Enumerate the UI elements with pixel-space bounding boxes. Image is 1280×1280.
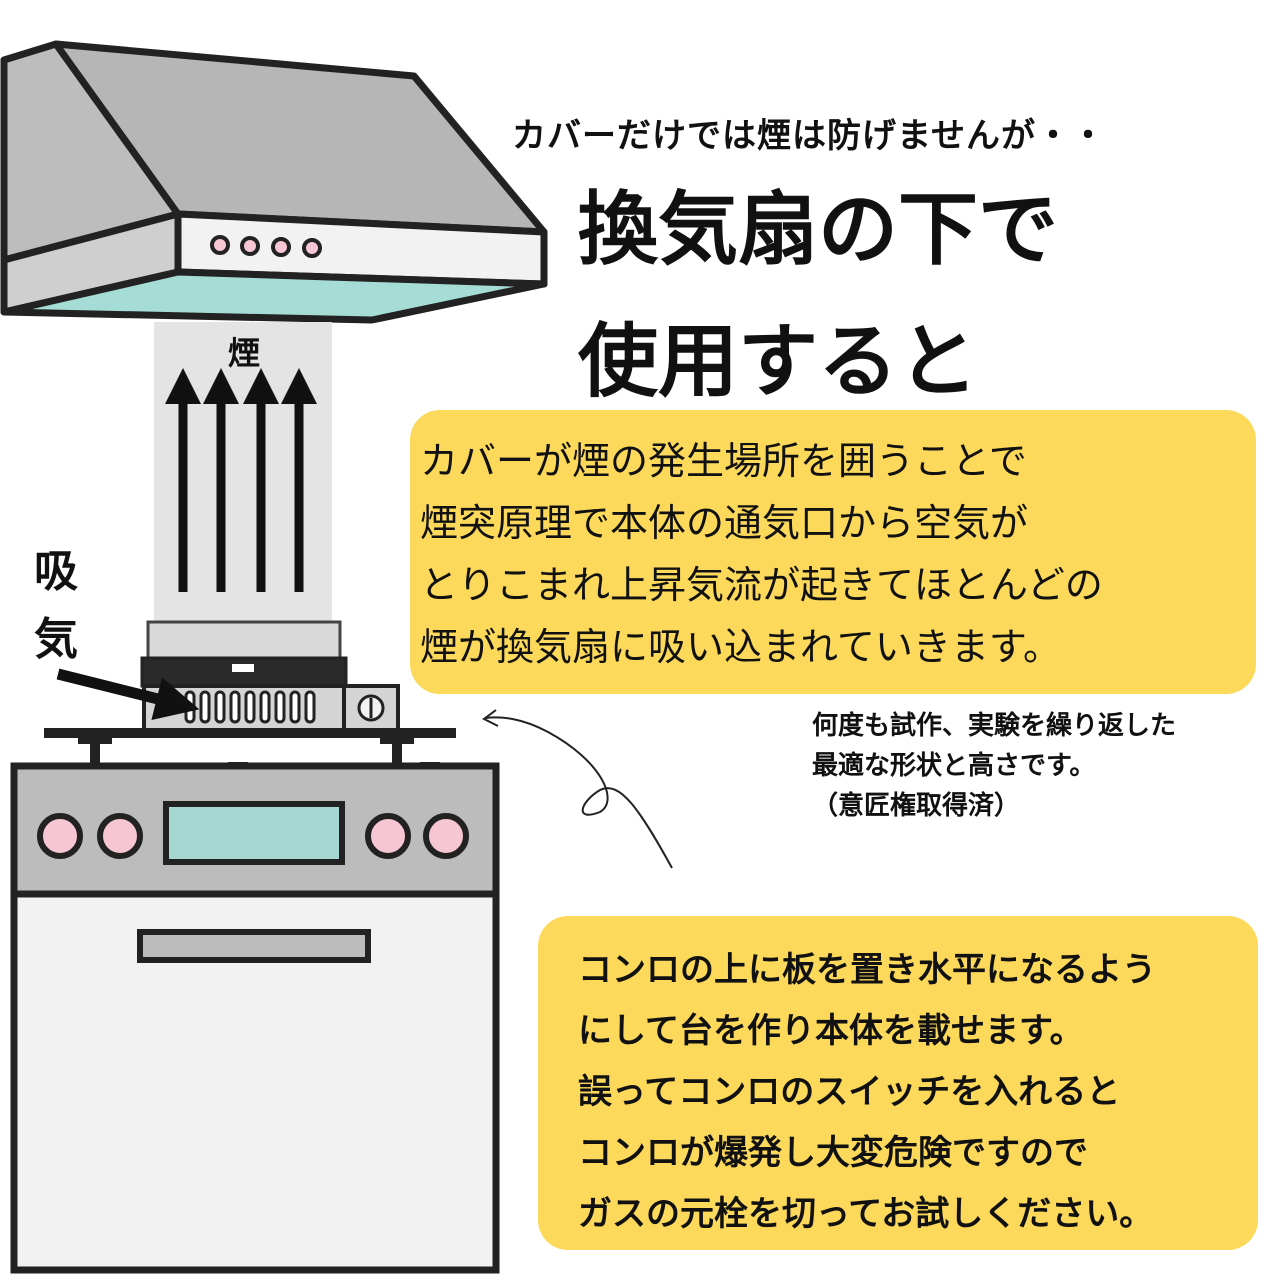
hood-buttons <box>210 235 322 258</box>
note-line: 何度も試作、実験を繰り返した <box>812 711 1177 741</box>
note-line: （意匠権取得済） <box>812 791 1021 821</box>
instruction-line: ガスの元栓を切ってお試しください。 <box>578 1194 1154 1234</box>
explanation-line: 煙突原理で本体の通気口から空気が <box>420 501 1029 545</box>
note-line: 最適な形状と高さです。 <box>812 751 1096 781</box>
smoke-column <box>154 322 332 622</box>
smoke-label: 煙 <box>228 334 261 372</box>
stove-knob[interactable] <box>37 813 83 859</box>
instruction-line: 誤ってコンロのスイッチを入れると <box>578 1072 1121 1112</box>
explanation-line: 煙が換気扇に吸い込まれていきます。 <box>420 625 1062 669</box>
explanation-line: カバーが煙の発生場所を囲うことで <box>420 439 1027 483</box>
explanation-line: とりこまれ上昇気流が起きてほとんどの <box>420 563 1103 607</box>
headline-line-2: 使用すると <box>578 315 978 408</box>
intake-arrow <box>56 668 200 721</box>
support-board <box>44 728 456 768</box>
explanation-box: カバーが煙の発生場所を囲うことで 煙突原理で本体の通気口から空気が とりこまれ上… <box>410 410 1256 694</box>
stove-knob[interactable] <box>423 813 469 859</box>
stove-display <box>163 801 345 865</box>
stove <box>10 762 500 1274</box>
smoke-cover-device <box>140 620 400 732</box>
design-note: 何度も試作、実験を繰り返した 最適な形状と高さです。 （意匠権取得済） <box>812 706 1176 826</box>
stove-knob[interactable] <box>365 813 411 859</box>
pointer-curve <box>482 709 673 869</box>
range-hood <box>0 40 548 324</box>
instructions-box: コンロの上に板を置き水平になるよう にして台を作り本体を載せます。 誤ってコンロ… <box>538 916 1258 1250</box>
headline-line-1: 換気扇の下で <box>578 183 1058 276</box>
instruction-line: コンロが爆発し大変危険ですので <box>578 1133 1088 1173</box>
intake-label: 吸気 <box>34 546 78 665</box>
oven-handle[interactable] <box>137 929 371 963</box>
stove-knob[interactable] <box>97 813 143 859</box>
instruction-line: コンロの上に板を置き水平になるよう <box>578 950 1156 990</box>
instruction-line: にして台を作り本体を載せます。 <box>578 1011 1084 1051</box>
intro-text: カバーだけでは煙は防げませんが・・ <box>512 116 1106 156</box>
